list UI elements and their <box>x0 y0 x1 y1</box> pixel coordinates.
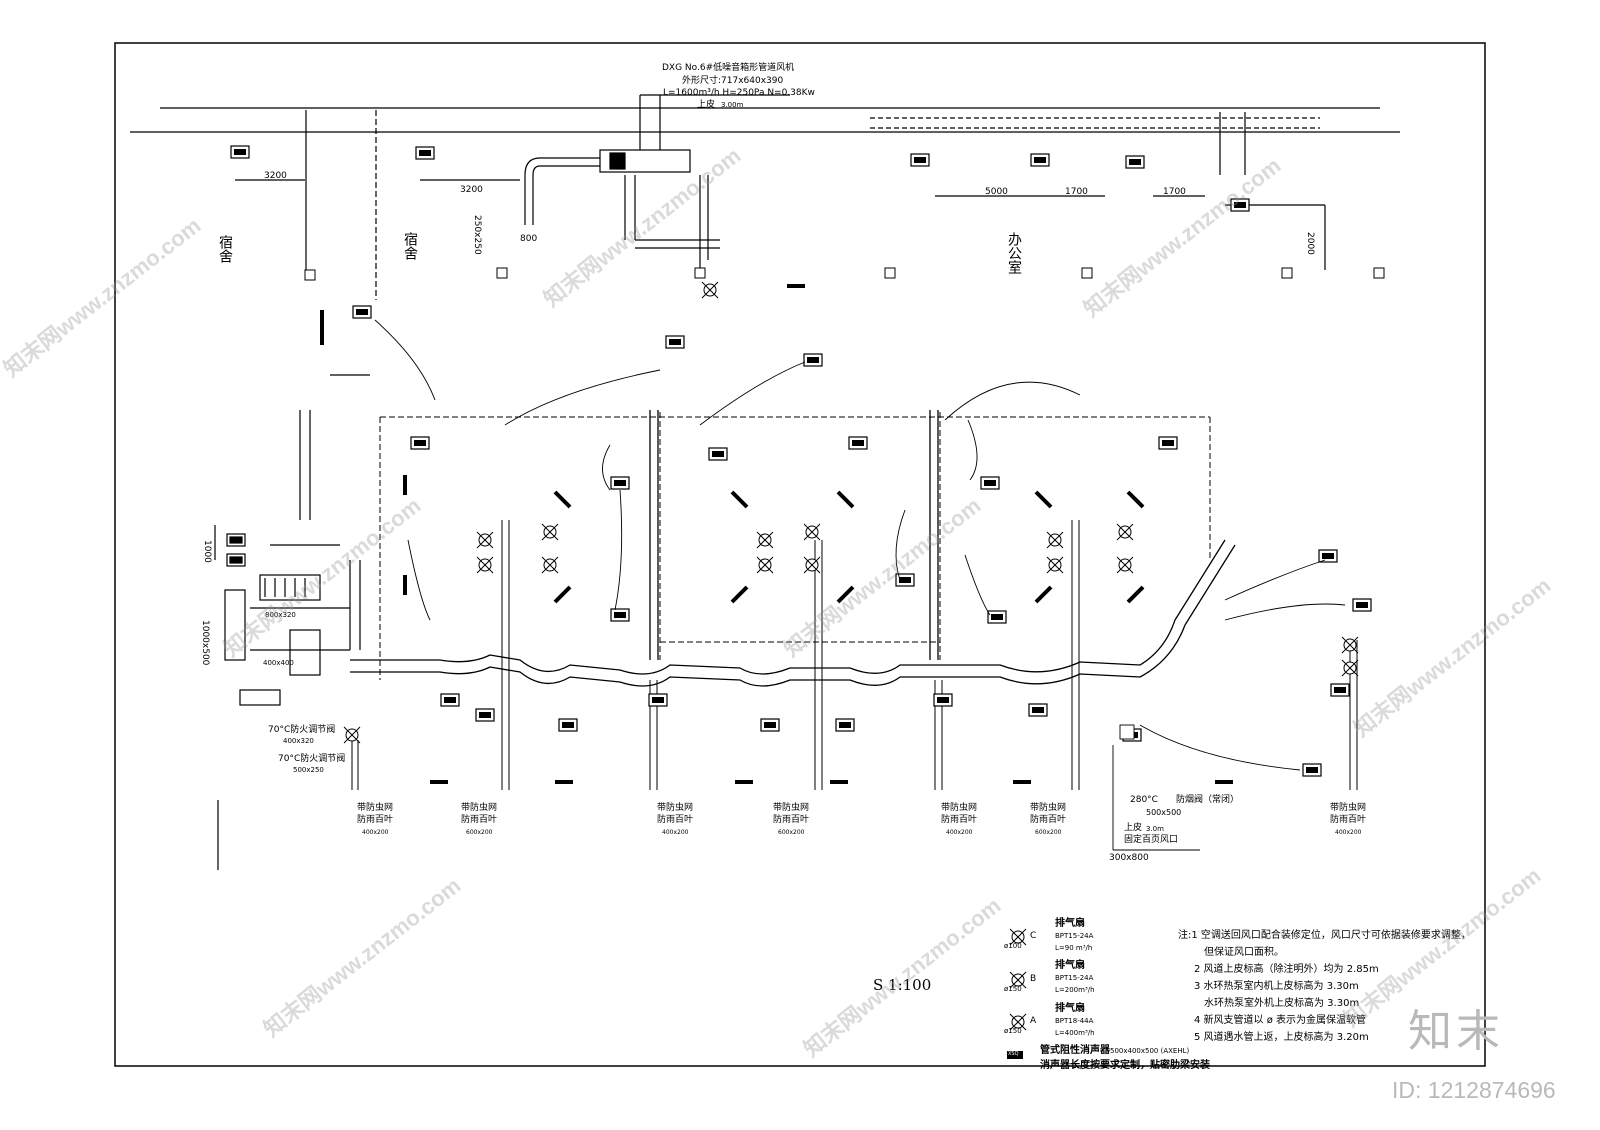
fan-spec: L=1600m³/h H=250Pa N=0.38Kw <box>663 88 815 98</box>
legend-c: 排气扇 BPT15-24A L=90 m³/h <box>1055 918 1093 954</box>
scale-label: S 1:100 <box>873 976 932 994</box>
louver-3-size: 400x200 <box>662 829 689 836</box>
legend-a-dia: ø150 <box>1004 1027 1022 1035</box>
louver-7-size: 400x200 <box>1335 829 1362 836</box>
smoke-damper-elev-value: 3.0m <box>1146 825 1164 833</box>
smoke-damper-leaders <box>1112 724 1200 851</box>
louver-5-l1: 带防虫网 <box>941 803 978 813</box>
duct-250x250: 250x250 <box>472 215 482 255</box>
legend-b-model: BPT15-24A <box>1055 974 1094 982</box>
dim-3200-b: 3200 <box>460 185 483 195</box>
dim-1700-a: 1700 <box>1065 187 1088 197</box>
smoke-damper-temp: 280°C <box>1130 795 1158 805</box>
dim-1000: 1000 <box>202 540 212 563</box>
note-line-3: 2 风道上皮标高（除注明外）均为 2.85m <box>1194 964 1379 975</box>
dim-3200-a: 3200 <box>264 171 287 181</box>
dim-2000: 2000 <box>1305 232 1315 255</box>
legend-a-title: 排气扇 <box>1055 1003 1085 1014</box>
duct-1000x500: 1000x500 <box>200 620 210 666</box>
dim-1700-b: 1700 <box>1163 187 1186 197</box>
fan-elev-label: 上皮 <box>697 100 716 110</box>
fire-damper-2-size: 500x250 <box>293 766 324 774</box>
louver-5-l2: 防雨百叶 <box>941 815 978 825</box>
silencer-spec: 500x400x500 (AXEHL) <box>1110 1047 1190 1055</box>
louver-2-l1: 带防虫网 <box>461 803 498 813</box>
note-line-6: 4 新风支管道以 ø 表示为金属保温软管 <box>1194 1015 1367 1026</box>
louver-4-l1: 带防虫网 <box>773 803 810 813</box>
indoor-units <box>352 305 1372 777</box>
louver-7-l1: 带防虫网 <box>1330 803 1367 813</box>
smoke-damper-name: 防烟阀（常闭） <box>1176 795 1240 805</box>
connection-curves <box>374 319 1346 771</box>
louver-6-size: 600x200 <box>1035 829 1062 836</box>
legend-a: 排气扇 BPT18-44A L=400m³/h <box>1055 1003 1095 1039</box>
louver-4-size: 600x200 <box>778 829 805 836</box>
room-exhaust-fans <box>343 523 1359 744</box>
note-line-5: 水环热泵室外机上皮标高为 3.30m <box>1204 998 1360 1009</box>
legend-a-flow: L=400m³/h <box>1055 1029 1095 1037</box>
fan-size: 外形尺寸:717x640x390 <box>682 76 784 86</box>
left-equipment <box>214 374 370 870</box>
silencer-note: 消声器长度按要求定制，贴密肋梁安装 <box>1040 1060 1210 1071</box>
legend-b-title: 排气扇 <box>1055 960 1085 971</box>
legend-b: 排气扇 BPT15-24A L=200m³/h <box>1055 960 1095 996</box>
louver-ducts <box>351 520 1358 790</box>
fan-box-ducts <box>524 94 790 275</box>
legend-b-tag: B <box>1030 974 1037 984</box>
fixed-louver-vent: 固定百页风口 <box>1124 835 1179 845</box>
louver-2-size: 600x200 <box>466 829 493 836</box>
room-dorm-1: 宿舍 <box>217 235 233 263</box>
louver-1-l1: 带防虫网 <box>357 803 394 813</box>
silencer-title: 管式阻性消声器 <box>1040 1045 1110 1056</box>
dim-800: 800 <box>520 234 538 244</box>
top-duct-lines <box>130 107 1400 300</box>
louver-2-l2: 防雨百叶 <box>461 815 498 825</box>
louver-3-l2: 防雨百叶 <box>657 815 694 825</box>
brand-logo: 知末 <box>1408 1006 1504 1057</box>
note-line-1: 注:1 空调送回风口配合装修定位，风口尺寸可依据装修要求调整， <box>1178 930 1471 941</box>
note-line-4: 3 水环热泵室内机上皮标高为 3.30m <box>1194 981 1359 992</box>
duct-800x320: 800x320 <box>265 611 296 619</box>
louver-7-l2: 防雨百叶 <box>1330 815 1367 825</box>
drawing-border <box>114 42 1486 1067</box>
general-notes: 注:1 空调送回风口配合装修定位，风口尺寸可依据装修要求调整， 但保证风口面积。… <box>1178 927 1471 1046</box>
duct-400x400: 400x400 <box>263 659 294 667</box>
room-dorm-2: 宿舍 <box>402 232 418 260</box>
legend-b-dia: ø150 <box>1004 985 1022 993</box>
black-bars <box>430 284 1233 784</box>
smoke-damper-elev-label: 上皮 <box>1124 823 1143 833</box>
fixed-louver-size: 300x800 <box>1109 853 1149 863</box>
louver-4-l2: 防雨百叶 <box>773 815 810 825</box>
main-supply-duct <box>350 410 1236 687</box>
legend-symbols <box>1007 928 1027 1059</box>
fan-model: DXG No.6#低噪音箱形管道风机 <box>662 63 795 73</box>
legend-c-dia: ø100 <box>1004 942 1022 950</box>
fan-elev-value: 3.00m <box>721 101 744 109</box>
room-office: 办公室 <box>1006 232 1022 274</box>
louver-6-l2: 防雨百叶 <box>1030 815 1067 825</box>
legend-c-flow: L=90 m³/h <box>1055 944 1093 952</box>
note-line-2: 但保证风口面积。 <box>1204 947 1284 958</box>
slot-diffusers <box>320 310 1145 604</box>
smoke-damper-size: 500x500 <box>1146 808 1182 817</box>
legend-a-model: BPT18-44A <box>1055 1017 1094 1025</box>
dim-5000: 5000 <box>985 187 1008 197</box>
louver-5-size: 400x200 <box>946 829 973 836</box>
legend-a-tag: A <box>1030 1016 1037 1026</box>
fire-damper-2-label: 70°C防火调节阀 <box>278 754 346 764</box>
legend-c-model: BPT15-24A <box>1055 932 1094 940</box>
silencer-tag: XSQ <box>1008 1051 1019 1057</box>
louver-3-l1: 带防虫网 <box>657 803 694 813</box>
legend-b-flow: L=200m³/h <box>1055 986 1095 994</box>
fire-damper-1-label: 70°C防火调节阀 <box>268 725 336 735</box>
legend-c-title: 排气扇 <box>1055 918 1085 929</box>
image-id: ID: 1212874696 <box>1392 1077 1556 1103</box>
fire-damper-1-size: 400x320 <box>283 737 314 745</box>
note-line-7: 5 风道遇水管上返，上皮标高为 3.20m <box>1194 1032 1369 1043</box>
louver-6-l1: 带防虫网 <box>1030 803 1067 813</box>
legend-c-tag: C <box>1030 931 1037 941</box>
louver-1-l2: 防雨百叶 <box>357 815 394 825</box>
louver-1-size: 400x200 <box>362 829 389 836</box>
